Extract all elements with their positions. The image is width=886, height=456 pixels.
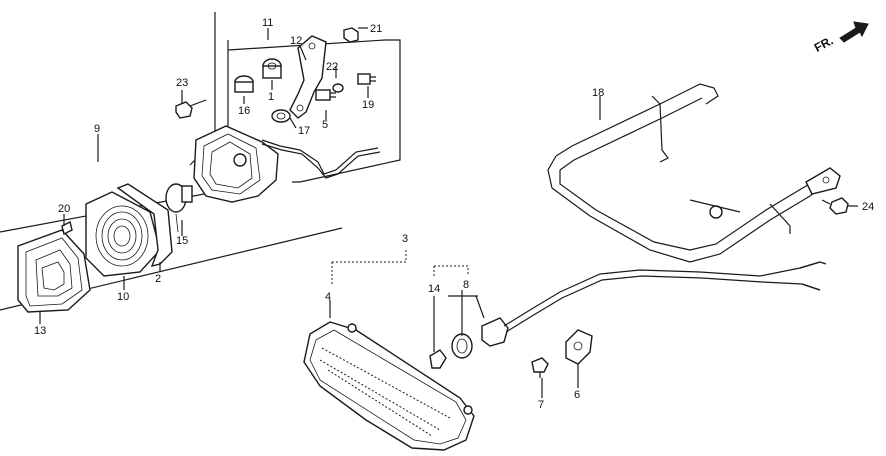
bulb-14 <box>429 349 447 369</box>
callout-20: 20 <box>58 203 70 215</box>
callout-23: 23 <box>176 77 188 89</box>
callout-12: 12 <box>290 35 302 47</box>
nut-21 <box>343 27 359 43</box>
grommet-16 <box>234 75 254 93</box>
callout-labels: 1 2 3 4 5 6 7 8 9 10 11 12 13 14 15 16 1… <box>34 17 874 411</box>
callout-19: 19 <box>362 99 374 111</box>
clamp-6 <box>565 329 593 365</box>
light-housing <box>193 125 381 203</box>
callout-17: 17 <box>298 125 310 137</box>
bracket-18 <box>547 83 841 263</box>
collar-1 <box>262 58 282 79</box>
callout-22: 22 <box>326 61 338 73</box>
front-direction-indicator: FR. <box>812 21 869 55</box>
front-arrow-icon <box>839 21 869 43</box>
callout-21: 21 <box>370 23 382 35</box>
callout-5: 5 <box>322 119 328 131</box>
callout-15: 15 <box>176 235 188 247</box>
callout-4: 4 <box>325 291 331 303</box>
socket-8 <box>451 261 827 359</box>
round-lens-10 <box>85 191 161 277</box>
marker-lens-4 <box>303 321 475 451</box>
bolt-5 <box>315 89 336 101</box>
callout-1-label: 1 <box>268 91 274 103</box>
callout-18: 18 <box>592 87 604 99</box>
callout-13: 13 <box>34 325 46 337</box>
collar-17 <box>271 109 291 123</box>
callout-8: 8 <box>463 279 469 291</box>
callout-2: 2 <box>155 273 161 285</box>
screw-7 <box>531 357 549 378</box>
bolt-24 <box>821 197 849 215</box>
bulb-15 <box>165 183 193 233</box>
bracket-12 <box>289 35 327 119</box>
washer-22 <box>332 83 344 93</box>
screw-23 <box>175 99 207 119</box>
callout-7: 7 <box>538 399 544 411</box>
callout-6: 6 <box>574 389 580 401</box>
lens-assembly-group-outline <box>331 250 469 286</box>
leader-lines <box>39 27 858 398</box>
direction-label: FR. <box>812 33 836 54</box>
callout-16: 16 <box>238 105 250 117</box>
callout-10: 10 <box>117 291 129 303</box>
callout-11: 11 <box>262 17 273 29</box>
callout-3: 3 <box>402 233 408 245</box>
bolt-19 <box>357 73 376 85</box>
callout-9: 9 <box>94 123 100 135</box>
callout-14: 14 <box>428 283 440 295</box>
tail-lens-13 <box>17 229 91 313</box>
callout-24: 24 <box>862 201 874 213</box>
